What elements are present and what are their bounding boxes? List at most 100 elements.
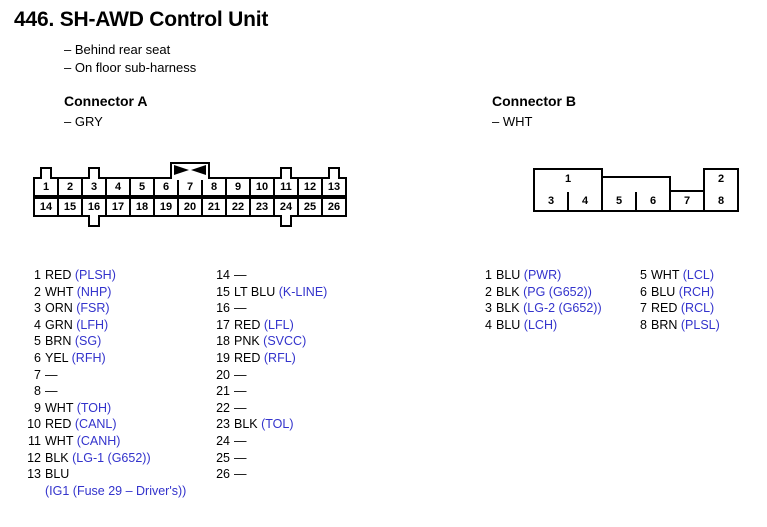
pin-empty-dash: — (234, 384, 247, 399)
pin-number: 7 (640, 301, 647, 316)
pin-number: 3 (34, 301, 41, 316)
connector-b-pin-row-7: 7 RED (RCL) (630, 301, 720, 318)
pin-number: 6 (640, 284, 647, 299)
pin-wire-color: PNK (234, 334, 260, 349)
pin-wire-color: RED (651, 301, 678, 316)
pin-signal-code: (TOH) (73, 400, 112, 415)
connector-a-pin-row-8: 8— (24, 384, 186, 401)
pin-signal-code: (SVCC) (259, 334, 307, 349)
connector-a-pin-row-1: 1 RED (PLSH) (24, 268, 186, 285)
pin-number: 5 (34, 334, 41, 349)
pin-signal-code: (CANL) (71, 417, 117, 432)
pin-empty-dash: — (234, 433, 247, 448)
pin-number: 17 (216, 317, 230, 332)
connector-b-pin-row-4: 4 BLU (LCH) (475, 318, 602, 335)
pin-number: 25 (216, 450, 230, 465)
connector-a-pin-18: 18 (129, 197, 155, 217)
connector-a-pin-19: 19 (153, 197, 179, 217)
pin-signal-code: (LCL) (679, 268, 714, 282)
pin-number: 4 (34, 317, 41, 332)
connector-b-joint-2 (705, 188, 737, 192)
pin-wire-color: BLU (496, 268, 521, 282)
pin-empty-dash: — (234, 301, 247, 316)
pin-empty-dash: — (234, 400, 247, 415)
pin-number: 20 (216, 367, 230, 382)
pin-wire-color: GRN (45, 317, 73, 332)
connector-a-pin-row-20: 20— (213, 368, 327, 385)
connector-a-pin-row-4: 4 GRN (LFH) (24, 318, 186, 335)
pin-empty-dash: — (45, 367, 58, 382)
pin-wire-color: YEL (45, 350, 69, 365)
pin-wire-color: RED (45, 268, 72, 282)
connector-a-pin-row-24: 24 — (213, 434, 327, 451)
connector-a-pin-row-6: 6 YEL (RFH) (24, 351, 186, 368)
pin-wire-color: RED (234, 317, 261, 332)
pin-signal-code: (RFH) (68, 350, 106, 365)
pin-signal-code: (RCL) (677, 301, 715, 316)
connector-a-pin-row-25: 25— (213, 451, 327, 468)
connector-a-pin-10: 10 (249, 177, 275, 197)
connector-b-pin-5: 5 (601, 190, 637, 212)
pin-number: 26 (216, 467, 230, 482)
pin-number: 11 (28, 433, 41, 448)
pin-wire-color: WHT (45, 400, 74, 415)
pin-number: 15 (216, 284, 230, 299)
pin-wire-color: BLK (234, 417, 258, 432)
connector-a-pin-row-7: 7— (24, 368, 186, 385)
connector-a-pin-15: 15 (57, 197, 83, 217)
pin-signal-code: (LFH) (72, 317, 109, 332)
pin-number: 12 (27, 450, 41, 465)
pin-number: 1 (34, 268, 41, 282)
pin-number: 8 (640, 317, 647, 332)
pin-number: 22 (216, 400, 230, 415)
pin-wire-color: BLK (496, 301, 520, 316)
connector-b-pin-8: 8 (703, 190, 739, 212)
connector-b-pin-6: 6 (635, 190, 671, 212)
pin-number: 4 (485, 317, 492, 332)
connector-a-pin-23: 23 (249, 197, 275, 217)
pin-signal-code: (LCH) (520, 317, 558, 332)
connector-a-pin-20: 20 (177, 197, 203, 217)
pin-signal-code: (LG-2 (G652)) (519, 301, 602, 316)
connector-a-pin-row-16: 16— (213, 301, 327, 318)
connector-a-bottom-tab-joint-16 (90, 214, 98, 218)
pin-signal-code: (PLSL) (677, 317, 720, 332)
location-note-1: – Behind rear seat (64, 42, 171, 57)
pin-signal-code: (PLSH) (71, 268, 116, 282)
pin-signal-code: (TOL) (257, 417, 294, 432)
connector-a-top-tab-joint-1 (42, 176, 50, 180)
pin-signal-code: (NHP) (73, 284, 112, 299)
pin-number: 6 (34, 350, 41, 365)
connector-b-heading: Connector B (492, 93, 576, 109)
connector-a-pin-22: 22 (225, 197, 251, 217)
pin-number: 14 (216, 268, 230, 282)
pin-signal-code: (RCH) (675, 284, 715, 299)
pin-signal-code: (SG) (71, 334, 102, 349)
pin-number: 24 (216, 433, 230, 448)
connector-b-pin-2: 2 (703, 168, 739, 190)
connector-a-pin-row-14: 14— (213, 268, 327, 285)
connector-a-bottom-tab-joint-24 (282, 214, 290, 218)
connector-a-pin-25: 25 (297, 197, 323, 217)
pin-empty-dash: — (234, 467, 247, 482)
connector-a-pin-5: 5 (129, 177, 155, 197)
connector-a-pin-3: 3 (81, 177, 107, 197)
pin-number: 8 (34, 384, 41, 399)
pin-wire-color: WHT (45, 433, 74, 448)
pin-wire-color: BLU (496, 317, 521, 332)
pin-signal-code: (K-LINE) (275, 284, 328, 299)
